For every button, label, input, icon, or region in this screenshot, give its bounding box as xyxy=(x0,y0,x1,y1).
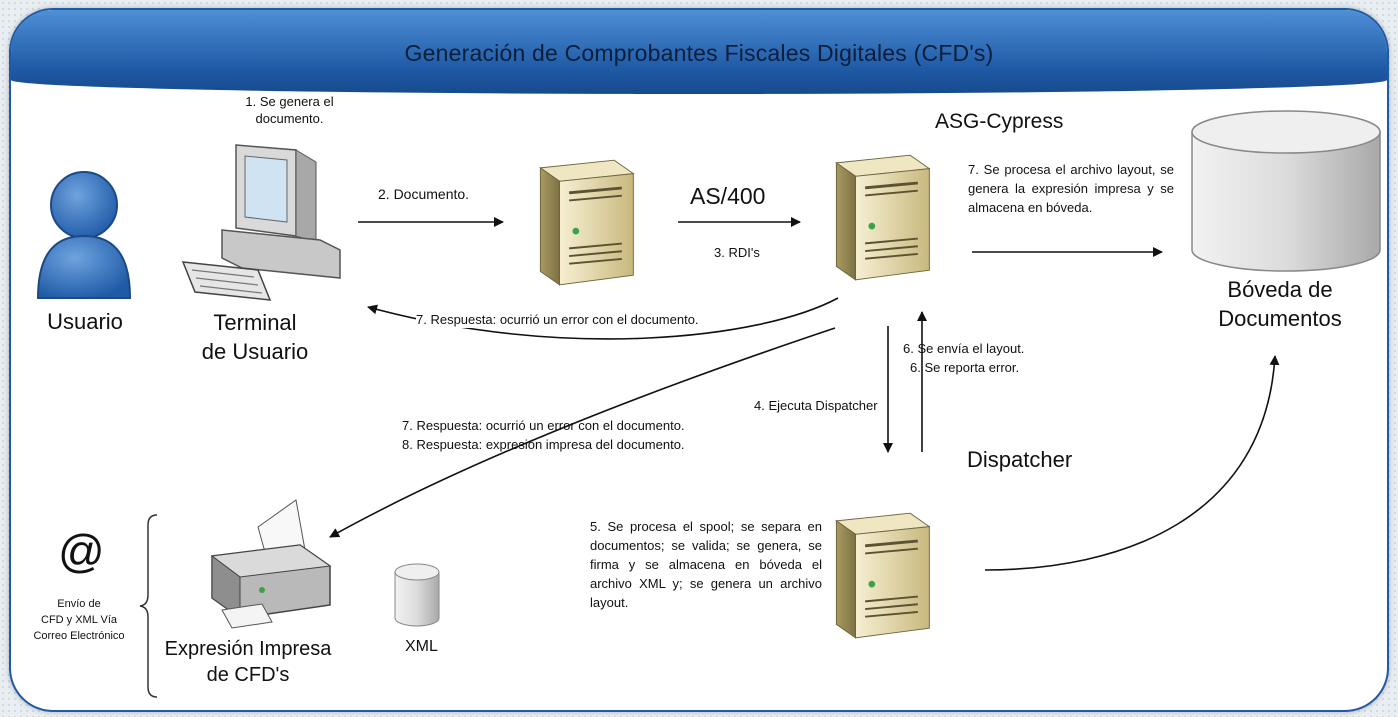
step1-line2: documento. xyxy=(255,111,324,126)
step6-error-label: 6. Se reporta error. xyxy=(910,360,1020,375)
step1-line1: 1. Se genera el xyxy=(245,94,334,109)
email-line2: CFD y XML Vía xyxy=(41,614,117,626)
step8-printer-label: 8. Respuesta: expresión impresa del docu… xyxy=(402,437,685,452)
arrow-respuesta-expresion xyxy=(329,327,836,538)
email-line1: Envío de xyxy=(57,598,101,610)
boveda-line1: Bóveda de xyxy=(1227,277,1333,302)
arrow-dispatcher-boveda xyxy=(984,355,1280,571)
boveda-line2: Documentos xyxy=(1218,306,1342,331)
title-banner: Generación de Comprobantes Fiscales Digi… xyxy=(11,10,1387,94)
expresion-line1: Expresión Impresa xyxy=(164,638,332,660)
printer-icon xyxy=(210,499,332,629)
dispatcher-server-icon xyxy=(836,513,929,638)
terminal-line1: Terminal xyxy=(213,310,297,335)
step4-label: 4. Ejecuta Dispatcher xyxy=(754,398,878,413)
as400-server-icon xyxy=(538,158,635,287)
step7-printer-label: 7. Respuesta: ocurrió un error con el do… xyxy=(402,418,685,433)
grouping-brace xyxy=(139,514,158,698)
expresion-impresa-label: Expresión Impresa de CFD's xyxy=(158,636,338,688)
step6-layout-label: 6. Se envía el layout. xyxy=(903,341,1025,356)
email-label: Envío de CFD y XML Vía Correo Electrónic… xyxy=(18,596,140,644)
email-line3: Correo Electrónico xyxy=(33,630,125,642)
step2-label: 2. Documento. xyxy=(378,186,470,202)
usuario-label: Usuario xyxy=(47,309,123,334)
terminal-label: Terminal de Usuario xyxy=(185,308,325,366)
step7-terminal-label: 7. Respuesta: ocurrió un error con el do… xyxy=(416,311,699,328)
as400-label: AS/400 xyxy=(690,183,766,209)
boveda-database-icon xyxy=(1191,110,1381,272)
xml-database-icon xyxy=(394,563,440,627)
asg-cypress-server-icon xyxy=(834,153,932,282)
step5-label: 5. Se procesa el spool; se separa en doc… xyxy=(590,519,822,610)
boveda-label: Bóveda de Documentos xyxy=(1190,275,1370,333)
step1-label: 1. Se genera el documento. xyxy=(222,93,357,127)
terminal-line2: de Usuario xyxy=(201,339,309,364)
email-at-icon: @ xyxy=(58,525,105,577)
user-icon xyxy=(36,171,132,299)
asg-cypress-label: ASG-Cypress xyxy=(935,110,1064,133)
xml-label: XML xyxy=(405,638,438,655)
expresion-line2: de CFD's xyxy=(206,664,290,686)
step7-asg-label: 7. Se procesa el archivo layout, se gene… xyxy=(968,162,1174,215)
step3-label: 3. RDI's xyxy=(714,245,760,260)
dispatcher-label: Dispatcher xyxy=(967,447,1073,472)
computer-terminal-icon xyxy=(181,144,341,301)
diagram-title: Generación de Comprobantes Fiscales Digi… xyxy=(404,40,994,66)
